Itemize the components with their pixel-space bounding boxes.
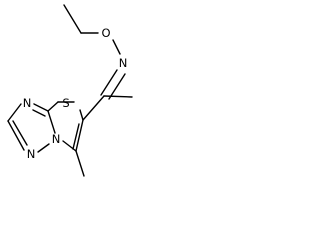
bond-n-top-ch bbox=[7, 103, 22, 122]
bond-o-n bbox=[112, 39, 121, 55]
bond-ch3-ch2 bbox=[63, 4, 82, 34]
bond-c7a-n-top-second bbox=[32, 109, 46, 117]
bond-ch-n-bottom-second bbox=[12, 120, 28, 146]
bond-c6-n-bridge bbox=[62, 140, 77, 152]
bond-c-methyl-right bbox=[103, 95, 133, 98]
bond-c-n-oxime-second bbox=[108, 73, 126, 100]
atom-nitrogen-ring-top: N bbox=[23, 96, 32, 110]
atom-nitrogen-oxime: N bbox=[119, 56, 128, 70]
bond-c7a-n-top bbox=[33, 103, 49, 112]
bond-ch-n-bottom bbox=[7, 120, 25, 151]
bond-n-bridge-c7a bbox=[47, 110, 56, 134]
molecule-structure: S N N N N O bbox=[7, 4, 133, 177]
bond-c-c5 bbox=[82, 95, 105, 121]
atom-nitrogen-bridge: N bbox=[52, 132, 61, 146]
bond-c6-methyl bbox=[75, 150, 85, 177]
atom-oxygen-oxime: O bbox=[101, 26, 110, 40]
bond-s-c5 bbox=[79, 109, 84, 121]
bond-c-n-oxime bbox=[100, 69, 118, 96]
bond-c7a-s-link bbox=[47, 101, 59, 112]
bond-n-bottom-n-bridge bbox=[37, 143, 50, 153]
atom-sulfur: S bbox=[62, 96, 69, 110]
atom-nitrogen-ring-bottom: N bbox=[27, 147, 36, 161]
bond-c5-c6 bbox=[75, 119, 84, 152]
bond-c5-c6-second bbox=[72, 123, 80, 150]
